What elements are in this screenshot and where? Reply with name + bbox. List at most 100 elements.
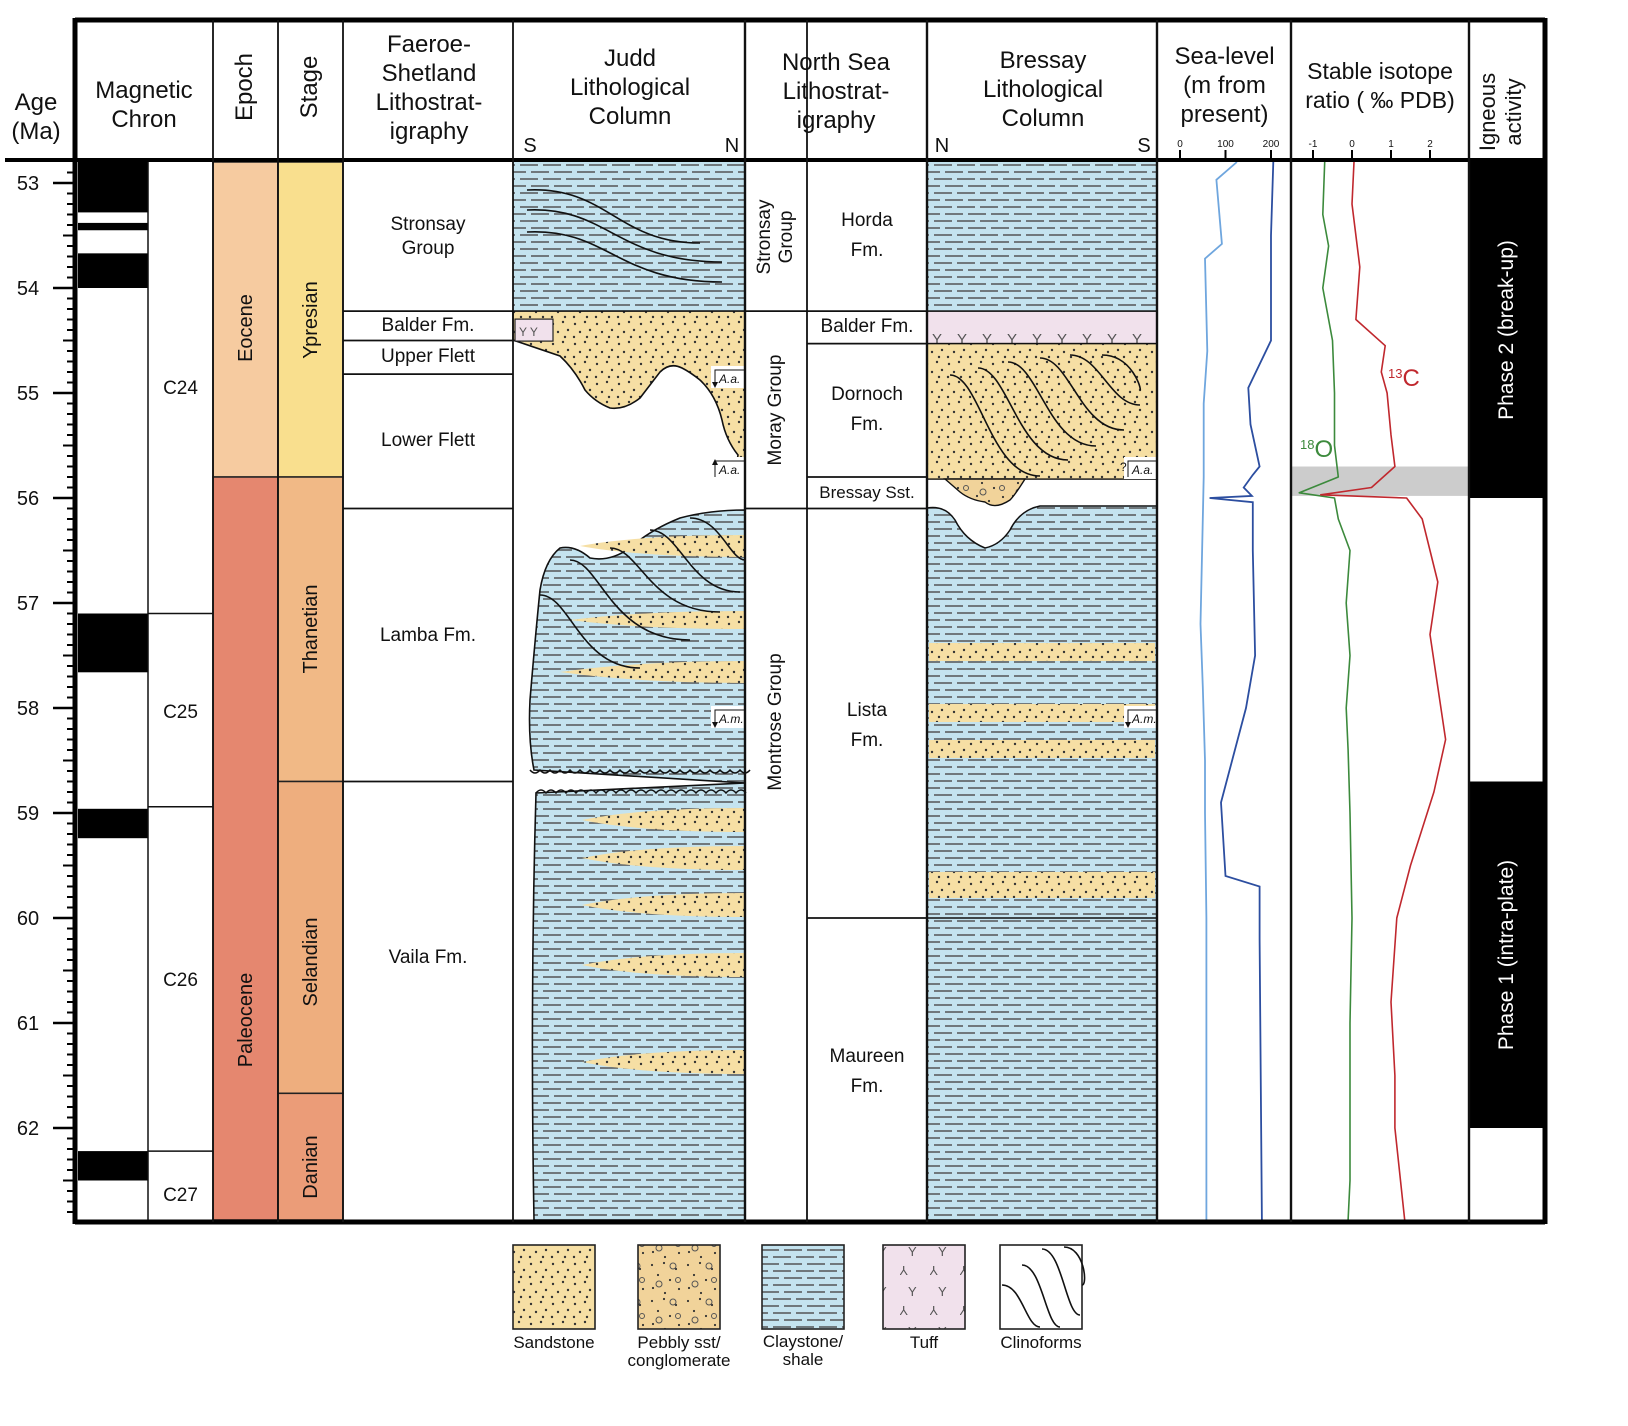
age-tick-label: 57 [17,593,39,615]
isotope-tick-label: 0 [1349,139,1355,150]
normal-polarity-band [78,1151,148,1181]
header-epoch: Epoch [231,52,258,122]
legend-swatch-clinoforms [999,1244,1083,1330]
normal-polarity-band [78,222,148,231]
header-judd-column: Judd Lithological Column [569,45,691,130]
marker-label: A.m. [718,712,744,726]
header-bressay-column: Bressay Lithological Column [982,47,1104,132]
ns-formation-4: Lista Fm. [846,700,888,751]
judd-sandstone-tongue [560,661,745,683]
age-tick-label: 55 [17,383,39,405]
epoch-label-paleocene: Paleocene [234,972,256,1068]
label-13C: 13C [1388,365,1420,392]
bressay-tuff-balder [926,310,1158,345]
legend [512,1244,1086,1330]
judd-sandstone-flett [512,310,746,480]
fs-formation-3: Lower Flett [381,430,475,452]
judd-biostrat-marker: A.a. [711,366,745,388]
judd-clinoform [526,209,723,263]
marker-label: A.a. [718,463,740,477]
header-magnetic-chron: Magnetic Chron [95,77,193,133]
normal-polarity-band [78,613,148,673]
judd-north-label: N [724,135,740,157]
judd-clinoform [649,529,741,593]
normal-polarity-band [78,253,148,288]
ns-formation-5: Maureen Fm. [829,1046,905,1097]
judd-sandstone-tongue [580,535,745,557]
judd-sandstone-tongue [582,846,745,870]
header-igneous: Igneous activity [1475,72,1526,152]
fs-formation-4: Lamba Fm. [379,625,477,646]
header-isotope: Stable isotope ratio ( ‰ PDB) [1305,58,1455,113]
sea-level-curve-short-term [1199,161,1238,1220]
stage-band-danian [277,1092,344,1221]
chron-label-c27: C27 [163,1184,198,1206]
marker-bracket [714,709,744,726]
ns-formation-0: Horda Fm. [841,210,893,261]
sea-level-tick-label: 100 [1217,139,1234,150]
marker-label: A.a. [718,372,740,386]
chron-label-c25: C25 [163,701,198,723]
marker-bg [1124,457,1158,479]
bressay-claystone-horda [927,162,1157,312]
fs-formation-0: Stronsay Group [390,213,466,259]
bressay-biostrat-marker: ?A.a. [1120,457,1158,479]
judd-claystone-vaila [531,782,746,1221]
header-sea-level: Sea-level (m from present) [1174,43,1275,128]
header-stage: Stage [296,55,323,119]
bressay-claystone-lista [926,505,1158,1221]
isotope-tick-label: -1 [1309,139,1318,150]
ns-formation-2: Dornoch Fm. [831,384,903,436]
ns-formation-3: Bressay Sst. [819,482,915,502]
bressay-sandstone-bed [929,704,1155,722]
arrow-down-icon [1125,722,1131,728]
legend-swatch-claystone [761,1244,845,1330]
isotope-curve-18O [1298,161,1353,1221]
bressay-north-label: N [934,135,950,157]
stage-label-ypresian: Ypresian [299,280,321,359]
marker-bracket [1127,460,1157,477]
judd-tuff-symbol: Y Y [519,325,538,339]
igneous-phase-1 [1469,162,1545,498]
epoch-label-eocene: Eocene [234,294,256,362]
marker-label: A.m. [1131,712,1157,726]
bressay-south-label: S [1137,135,1151,157]
epoch-band-eocene [212,161,279,478]
clinoform-icon [1001,1284,1041,1328]
header-age: Age (Ma) [11,89,61,145]
marker-bg [711,457,745,479]
bressay-pebbly-channel [943,478,1027,507]
legend-swatch-tuff [882,1244,966,1330]
age-tick-label: 59 [17,803,39,825]
lithology-columns: Y Y A.a. A.a. A.m. ?A.a. A.m. [512,162,1158,1221]
bressay-sandstone-bed [929,872,1155,898]
judd-unconformity [535,789,747,795]
judd-clinoform [539,594,641,669]
column-frames [5,17,1548,1225]
ns-formation-1: Balder Fm. [820,316,914,338]
age-tick-label: 58 [17,698,39,720]
age-tick-label: 53 [17,173,39,195]
stage-label-thanetian: Thanetian [299,584,321,674]
legend-label-tuff: Tuff [909,1333,939,1352]
epoch-band-paleocene [212,476,279,1221]
stage-label-selandian: Selandian [299,917,321,1007]
header-north-sea: North Sea Lithostrat- igraphy [781,49,891,134]
judd-clinoform [689,517,746,561]
legend-swatch-sandstone [512,1244,596,1330]
legend-label-claystone: Claystone/ shale [762,1332,844,1369]
judd-unconformity [529,768,751,774]
fs-formation-5: Vaila Fm. [388,947,468,968]
ns-group-2: Montrose Group [765,653,786,791]
judd-sandstone-tongue [582,893,745,917]
age-tick-label: 62 [17,1118,39,1140]
chron-label-c24: C24 [163,377,198,399]
judd-tuff-balder [514,318,554,342]
legend-label-sandstone: Sandstone [513,1333,595,1352]
sea-level-tick-label: 200 [1263,139,1280,150]
petm-band [1291,466,1469,496]
isotope-tick-label: 1 [1388,139,1394,150]
